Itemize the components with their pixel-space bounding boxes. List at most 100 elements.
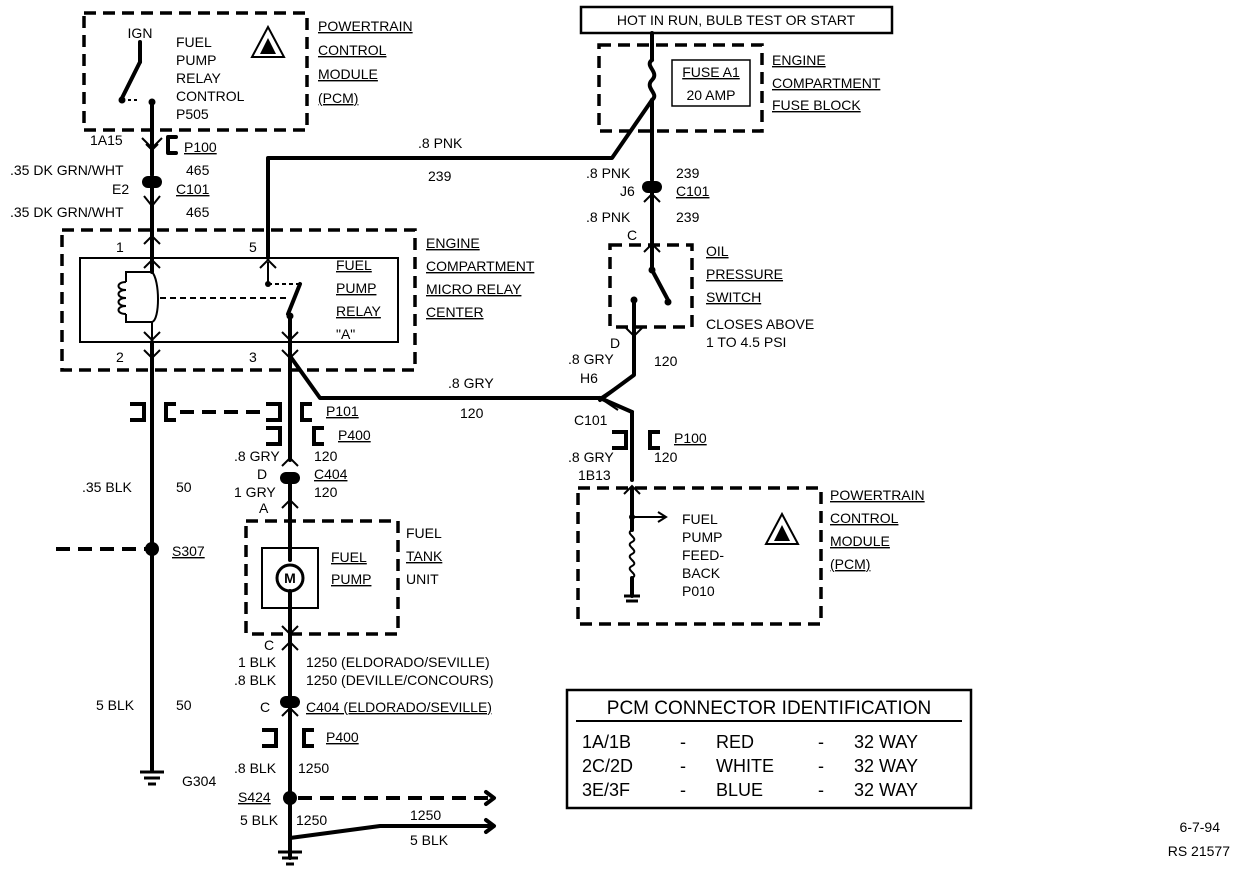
table-row: 2C/2D - WHITE - 32 WAY [582, 756, 918, 776]
relay-switch-icon [259, 258, 302, 344]
oil-note-1: CLOSES ABOVE [706, 316, 814, 332]
label-p100-top: P100 [184, 139, 217, 155]
row-2-sep-1: - [680, 756, 686, 776]
table-title: PCM CONNECTOR IDENTIFICATION [607, 698, 931, 719]
label-p101: P101 [326, 403, 359, 419]
relay-pin-5: 5 [249, 239, 257, 255]
row-2-connector: 2C/2D [582, 756, 633, 776]
label-c-c404: C [260, 699, 270, 715]
esd-sensitive-icon [250, 24, 286, 58]
relay-center-name-4: CENTER [426, 304, 484, 320]
relay-label-2: PUMP [336, 280, 376, 296]
connector-p101 [130, 402, 312, 422]
label-s424: S424 [238, 789, 271, 805]
label-465-1: 465 [186, 162, 210, 178]
row-3-sep-2: - [818, 780, 824, 800]
label-5blk-b: 5 BLK [240, 812, 279, 828]
banner-text: HOT IN RUN, BULB TEST OR START [617, 12, 856, 28]
fuse-block-name-3: FUSE BLOCK [772, 97, 861, 113]
pcm-bottom-name-1: POWERTRAIN [830, 487, 925, 503]
pcm-bottom-name-4: (PCM) [830, 556, 870, 572]
hot-in-run-banner: HOT IN RUN, BULB TEST OR START [579, 5, 894, 35]
label-p400-top: P400 [338, 427, 371, 443]
tank-name-3: UNIT [406, 571, 439, 587]
pcm-bottom-name-2: CONTROL [830, 510, 899, 526]
label-c-tank: C [264, 637, 274, 653]
ground-g304-icon [140, 770, 164, 786]
oil-pin-d: D [610, 335, 620, 351]
label-j6: J6 [620, 183, 635, 199]
oil-pressure-switch: C OIL PRESSURE SWITCH CLOSES ABOVE 1 TO … [608, 227, 814, 351]
relay-label-3: RELAY [336, 303, 382, 319]
label-d-c404: D [257, 466, 267, 482]
pcm-top-name-1: POWERTRAIN [318, 18, 413, 34]
pcm-top-line-3: RELAY [176, 70, 222, 86]
label-120-c: 120 [460, 405, 484, 421]
row-2-sep-2: - [818, 756, 824, 776]
wire-465 [141, 126, 163, 260]
relay-label-4: "A" [336, 326, 355, 342]
relay-label-1: FUEL [336, 257, 372, 273]
row-3-color: BLUE [716, 780, 763, 800]
fuel-pump-label-2: PUMP [331, 571, 371, 587]
pcm-top-line-5: P505 [176, 106, 209, 122]
relay-pin-3: 3 [249, 349, 257, 365]
label-8gry-b: .8 GRY [448, 375, 494, 391]
row-2-ways: 32 WAY [854, 756, 918, 776]
tank-name-1: FUEL [406, 525, 442, 541]
label-8gry-a: .8 GRY [568, 351, 614, 367]
pcm-top-name-2: CONTROL [318, 42, 387, 58]
pcm-top-line-4: CONTROL [176, 88, 245, 104]
pcm-top-line-2: PUMP [176, 52, 216, 68]
label-239-b: 239 [676, 165, 700, 181]
label-c404-top: C404 [314, 466, 348, 482]
connector-c404-top [280, 456, 300, 522]
pcm-top-name-4: (PCM) [318, 90, 358, 106]
pcm-bottom-module: FUEL PUMP FEED- BACK P010 POWERTRAIN CON… [576, 484, 925, 626]
row-2-color: WHITE [716, 756, 774, 776]
label-8gry-d: .8 GRY [568, 449, 614, 465]
relay-center-name-2: COMPARTMENT [426, 258, 535, 274]
reference-date: 6-7-94 [1180, 819, 1221, 835]
label-1250-a: 1250 [298, 760, 329, 776]
label-239-c: 239 [676, 209, 700, 225]
pcm-bottom-name-3: MODULE [830, 533, 890, 549]
label-a: A [259, 500, 269, 516]
pcm-connector-table: PCM CONNECTOR IDENTIFICATION 1A/1B - RED… [565, 688, 973, 810]
row-1-sep-1: - [680, 732, 686, 752]
oil-name-3: SWITCH [706, 289, 761, 305]
label-c101-fuse: C101 [676, 183, 710, 199]
pcm-bottom-line-2: PUMP [682, 529, 722, 545]
fuse-block: FUSE A1 20 AMP ENGINE COMPARTMENT FUSE B… [597, 31, 881, 182]
label-8pnk-a: .8 PNK [418, 135, 463, 151]
relay-pin-1: 1 [116, 239, 124, 255]
row-1-ways: 32 WAY [854, 732, 918, 752]
pcm-top-module: IGN FUEL PUMP RELAY CONTROL P505 POWERTR… [82, 11, 413, 132]
connector-p400-top [266, 426, 324, 446]
row-3-connector: 3E/3F [582, 780, 630, 800]
label-465-2: 465 [186, 204, 210, 220]
label-1a15: 1A15 [90, 132, 123, 148]
reference-number: RS 21577 [1168, 843, 1230, 859]
tank-name-2: TANK [406, 548, 443, 564]
row-1-sep-2: - [818, 732, 824, 752]
label-1gry: 1 GRY [234, 484, 276, 500]
label-c101-splice: C101 [574, 412, 608, 428]
fuel-tank-unit: M FUEL PUMP FUEL TANK UNIT [244, 518, 443, 642]
label-c404-bottom: C404 (ELDORADO/SEVILLE) [306, 699, 492, 715]
pcm-bottom-line-1: FUEL [682, 511, 718, 527]
row-3-sep-1: - [680, 780, 686, 800]
oil-name-2: PRESSURE [706, 266, 783, 282]
fuel-pump-label-1: FUEL [331, 549, 367, 565]
label-8pnk-b: .8 PNK [586, 165, 631, 181]
motor-icon: M [284, 570, 296, 586]
label-8blk-b: .8 BLK [234, 760, 277, 776]
table-row: 1A/1B - RED - 32 WAY [582, 732, 918, 752]
wire-120-oil-to-splice [598, 336, 636, 402]
esd-sensitive-icon [764, 511, 800, 545]
label-120-b: 120 [654, 353, 678, 369]
label-c101-top: C101 [176, 181, 210, 197]
label-239-a: 239 [428, 168, 452, 184]
label-120-f: 120 [654, 449, 678, 465]
label-8blk-a: .8 BLK [234, 672, 277, 688]
